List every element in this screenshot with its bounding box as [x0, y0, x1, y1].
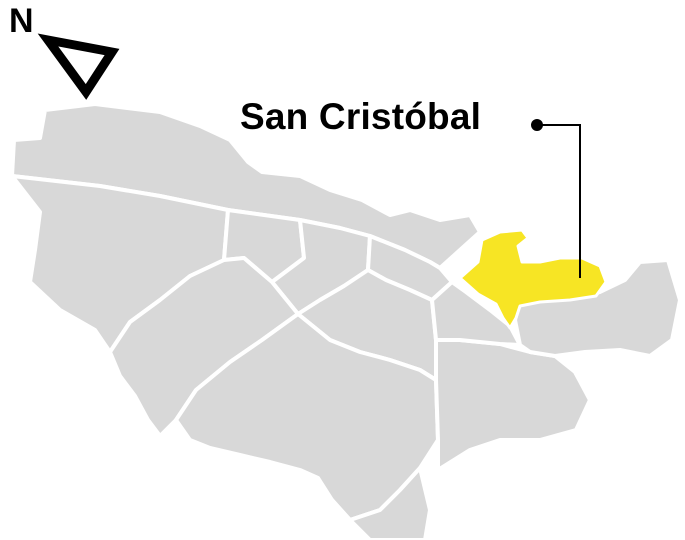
district-south-east: [434, 338, 592, 472]
san-cristobal-district: [458, 228, 608, 330]
leader-line: [537, 124, 581, 278]
callout-leader: [531, 119, 581, 278]
district-far-south: [330, 466, 432, 540]
district-east-middle: [430, 280, 522, 347]
district-layer: [10, 102, 682, 540]
north-arrow-icon: [37, 33, 120, 100]
district-east: [513, 258, 682, 358]
highlight-label: San Cristóbal: [240, 96, 482, 137]
compass-label: N: [9, 2, 34, 40]
